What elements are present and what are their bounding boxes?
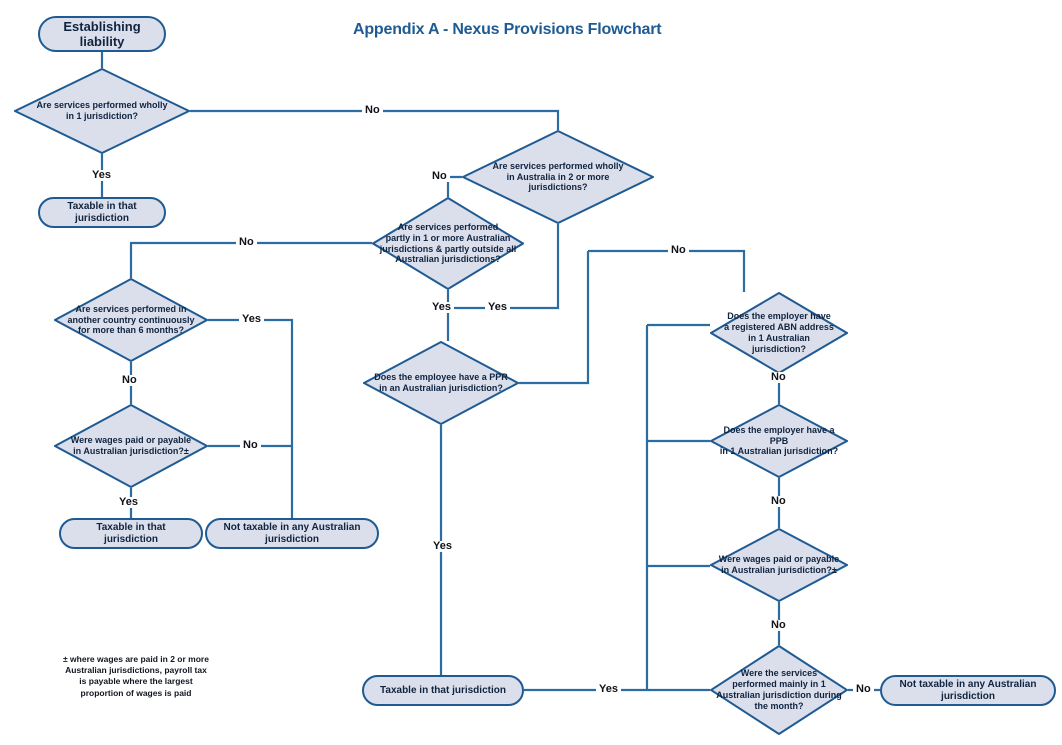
edge-label-yes-ppr: Yes [430, 541, 455, 552]
node-q-wholly-1-jurisdiction[interactable]: Are services performed wholly in 1 juris… [14, 68, 190, 154]
node-label: Are services performed in another countr… [67, 303, 195, 336]
node-label: Does the employee have a PPR in an Austr… [374, 372, 508, 393]
node-label: Does the employer have a registered ABN … [724, 311, 834, 354]
edge-label-no-mainly-month: No [853, 684, 874, 695]
node-not-taxable-any-australian-jurisdiction-right[interactable]: Not taxable in any Australian jurisdicti… [880, 675, 1056, 706]
node-q-registered-abn-address[interactable]: Does the employer have a registered ABN … [710, 292, 848, 374]
edge-label-yes-6-months: Yes [239, 314, 264, 325]
edge-label-no-wages-right: No [768, 620, 789, 631]
edge-label-no-ppr: No [668, 245, 689, 256]
node-label: Are services performed partly in 1 or mo… [379, 221, 517, 265]
edge-label-no-ppb: No [768, 496, 789, 507]
edge-label-yes-wholly1: Yes [89, 170, 114, 181]
node-label: Not taxable in any Australian jurisdicti… [223, 521, 361, 545]
node-label: Taxable in that jurisdiction [67, 200, 137, 224]
node-label: Establishing liability [63, 18, 141, 49]
node-q-wholly-australia-2-or-more[interactable]: Are services performed wholly in Austral… [462, 130, 654, 224]
node-label: Does the employer have a PPB in 1 Austra… [719, 424, 839, 457]
node-q-another-country-6-months[interactable]: Are services performed in another countr… [54, 278, 208, 362]
diamond-shape [710, 645, 848, 735]
node-label: Are services performed wholly in 1 juris… [36, 100, 168, 121]
node-q-wages-paid-right[interactable]: Were wages paid or payable in Australian… [710, 528, 848, 602]
node-not-taxable-any-australian-jurisdiction-left[interactable]: Not taxable in any Australian jurisdicti… [205, 518, 379, 549]
edge-label-no-into-partly: No [429, 171, 450, 182]
diamond-shape [363, 341, 519, 425]
node-label: Not taxable in any Australian jurisdicti… [899, 678, 1037, 702]
edge-label-yes-bottom: Yes [596, 684, 621, 695]
node-q-services-mainly-during-month[interactable]: Were the services performed mainly in 1 … [710, 645, 848, 735]
diamond-shape [710, 404, 848, 478]
node-q-employee-ppr[interactable]: Does the employee have a PPR in an Austr… [363, 341, 519, 425]
edge-label-no-6-months: No [119, 375, 140, 386]
node-label: Were wages paid or payable in Australian… [70, 435, 192, 456]
node-label: Are services performed wholly in Austral… [492, 160, 624, 193]
diamond-shape [54, 278, 208, 362]
edge-label-no-wages-left: No [240, 440, 261, 451]
edge-label-yes-wholly-australia: Yes [485, 302, 510, 313]
edge-label-no-partly-left: No [236, 237, 257, 248]
node-label: Were wages paid or payable in Australian… [718, 554, 840, 575]
node-q-partly-in-and-outside[interactable]: Are services performed partly in 1 or mo… [372, 197, 524, 290]
node-label: Taxable in that jurisdiction [380, 684, 506, 696]
diamond-shape [710, 528, 848, 602]
node-q-employer-ppb[interactable]: Does the employer have a PPB in 1 Austra… [710, 404, 848, 478]
node-taxable-in-that-jurisdiction-bottom[interactable]: Taxable in that jurisdiction [362, 675, 524, 706]
diamond-shape [14, 68, 190, 154]
edge-label-yes-wages-left: Yes [116, 497, 141, 508]
page-title: Appendix A - Nexus Provisions Flowchart [353, 21, 662, 38]
edge-label-yes-partly: Yes [429, 302, 454, 313]
diamond-shape [462, 130, 654, 224]
node-establishing-liability[interactable]: Establishing liability [38, 16, 166, 52]
node-taxable-in-that-jurisdiction-lower-left[interactable]: Taxable in that jurisdiction [59, 518, 203, 549]
diamond-shape [54, 404, 208, 488]
edge-label-no-abn: No [768, 372, 789, 383]
footnote: ± where wages are paid in 2 or more Aust… [63, 654, 209, 698]
node-q-wages-paid-left[interactable]: Were wages paid or payable in Australian… [54, 404, 208, 488]
node-label: Taxable in that jurisdiction [96, 521, 166, 545]
node-label: Were the services performed mainly in 1 … [716, 668, 842, 711]
node-taxable-in-that-jurisdiction-left[interactable]: Taxable in that jurisdiction [38, 197, 166, 228]
edge-label-no-wholly1: No [362, 105, 383, 116]
